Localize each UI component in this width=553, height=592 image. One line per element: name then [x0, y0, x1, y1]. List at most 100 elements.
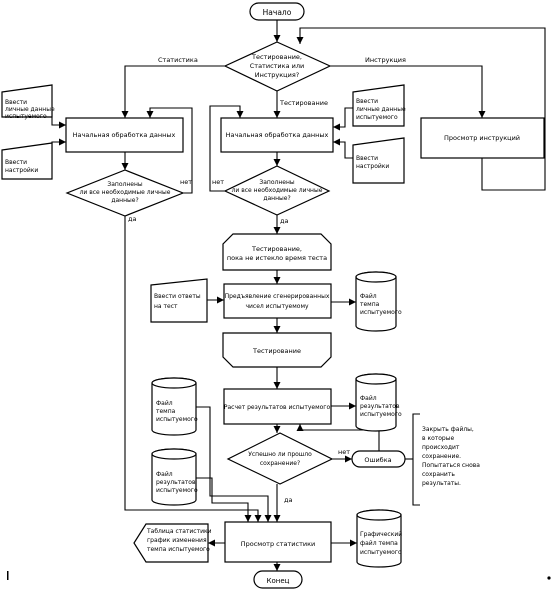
file-graphic-line1: Графический — [360, 531, 402, 538]
end-terminator: Конец — [253, 570, 303, 589]
input-settings-mid-line1: Ввести — [356, 155, 378, 162]
calc-results-process: Расчет результатов испытуемого — [223, 388, 332, 425]
file-tempo-left: Файл темпа испытуемого — [151, 377, 198, 436]
present-numbers-process: Предъявление сгенерированных чисел испыт… — [223, 283, 332, 319]
page-mark-right — [547, 576, 551, 580]
stat-init-process: Начальная обработка данных — [65, 117, 184, 153]
check-mid-decision: Заполнены ли все необходимые личные данн… — [223, 165, 331, 216]
end-label: Конец — [267, 577, 290, 585]
input-answers: Ввести ответы на тест — [150, 278, 208, 323]
error-note-line3: происходит — [422, 444, 460, 451]
check-save-decision: Успешно ли прошло сохранение? — [226, 432, 334, 485]
error-note-line5: Попытаться снова — [422, 462, 480, 469]
file-tempo-left-line3: испытуемого — [156, 416, 198, 423]
input-personal-mid-line2: личные данные — [356, 106, 406, 113]
input-personal-left-line3: испытуемого — [5, 113, 47, 120]
input-settings-mid: Ввести настройки — [352, 137, 405, 184]
file-results-left-line2: результатов — [156, 479, 196, 486]
instructions-process: Просмотр инструкций — [420, 117, 545, 159]
check-mid-line3: данные? — [263, 195, 290, 202]
file-tempo-left-line1: Файл — [156, 400, 173, 407]
arrow-file-tempo-left — [196, 406, 272, 522]
label-yes-mid: да — [280, 217, 288, 225]
file-graphic-line2: файл темпа — [360, 540, 398, 547]
output-table-line2: график изменения — [147, 537, 207, 544]
file-results-left-line3: испытуемого — [156, 487, 198, 494]
label-no-left: нет — [180, 178, 192, 186]
test-init-label: Начальная обработка данных — [226, 131, 329, 139]
arrow-decision-to-instructions — [330, 65, 486, 118]
arrow-error-return — [296, 424, 380, 451]
arrow-input-settings-mid — [333, 138, 353, 159]
error-label: Ошибка — [364, 456, 391, 464]
check-left-decision: Заполнены ли все необходимые личные данн… — [65, 169, 185, 217]
input-answers-line1: Ввести ответы — [154, 293, 201, 300]
file-tempo-top-line2: темпа — [360, 301, 380, 308]
check-left-line1: Заполнены — [107, 181, 142, 188]
testing-loop-end: Тестирование — [222, 332, 332, 368]
arrow-input-personal-mid — [333, 107, 353, 131]
instructions-label: Просмотр инструкций — [444, 134, 520, 142]
view-stats-label: Просмотр статистики — [241, 540, 316, 548]
check-mid-line2: ли все необходимые личные — [232, 187, 323, 194]
file-results-right-line3: испытуемого — [360, 411, 402, 418]
input-personal-left-line1: Ввести — [5, 99, 27, 106]
main-decision-line1: Тестирование, — [251, 53, 302, 61]
input-settings-left-line1: Ввести — [5, 159, 27, 166]
start-label: Начало — [263, 8, 292, 17]
present-numbers-line1: Предъявление сгенерированных — [225, 293, 330, 300]
start-terminator: Начало — [249, 2, 305, 21]
main-decision: Тестирование, Статистика или Инструкция? — [223, 41, 332, 92]
error-note-bracket — [412, 413, 420, 506]
input-answers-line2: на тест — [154, 303, 178, 310]
file-tempo-left-line2: темпа — [156, 408, 176, 415]
stat-init-label: Начальная обработка данных — [73, 131, 176, 139]
input-personal-mid: Ввести личные данные испытуемого — [352, 84, 406, 127]
check-mid-line1: Заполнены — [259, 179, 294, 186]
label-yes-save: да — [284, 496, 292, 504]
check-left-line2: ли все необходимые личные — [80, 189, 171, 196]
main-decision-line2: Статистика или — [250, 62, 304, 70]
label-testing: Тестирование — [279, 99, 328, 107]
file-results-left-line1: Файл — [156, 471, 173, 478]
file-results-right-line2: результатов — [360, 403, 400, 410]
input-personal-left: Ввести личные данные испытуемого — [1, 84, 55, 120]
error-note: Закрыть файлы, в которые происходит сохр… — [422, 426, 480, 487]
arrow-check-mid-no — [209, 105, 244, 192]
present-numbers-line2: чисел испытуемому — [245, 303, 308, 310]
input-settings-left: Ввести настройки — [1, 142, 53, 180]
output-table-line3: темпа испытуемого — [147, 546, 210, 553]
file-results-left: Файл результатов испытуемого — [151, 448, 198, 506]
arrow-check-left-no — [146, 107, 193, 194]
file-graphic: Графический файл темпа испытуемого — [356, 509, 402, 568]
testing-loop-line2: пока не истекло время теста — [227, 254, 327, 262]
output-table-line1: Таблица статистики — [146, 528, 212, 535]
view-stats-process: Просмотр статистики — [224, 521, 332, 563]
error-note-line4: сохранение. — [422, 453, 461, 460]
arrow-file-results-left — [196, 477, 252, 522]
label-yes-left: да — [128, 215, 136, 223]
arrow-check-left-yes — [124, 216, 262, 522]
page-mark-left — [7, 571, 9, 580]
arrow-decision-to-stat-init — [121, 65, 225, 118]
input-personal-left-line2: личные данные — [5, 106, 55, 113]
label-no-mid: нет — [212, 178, 224, 186]
file-graphic-line3: испытуемого — [360, 549, 402, 556]
check-save-line2: сохранение? — [260, 460, 300, 467]
test-init-process: Начальная обработка данных — [220, 117, 334, 153]
error-note-line2: в которые — [422, 435, 454, 442]
input-settings-left-line2: настройки — [5, 167, 38, 174]
testing-end-label: Тестирование — [252, 347, 301, 355]
file-tempo-top-line1: Файл — [360, 293, 377, 300]
input-settings-mid-line2: настройки — [356, 163, 389, 170]
check-left-line3: данные? — [111, 197, 138, 204]
input-personal-mid-line1: Ввести — [356, 98, 378, 105]
file-results-right-line1: Файл — [360, 395, 377, 402]
testing-loop-line1: Тестирование, — [251, 245, 302, 253]
arrow-input-settings-left — [51, 138, 66, 160]
label-statistics: Статистика — [158, 56, 198, 64]
file-tempo-top: Файл темпа испытуемого — [355, 271, 402, 332]
main-decision-line3: Инструкция? — [255, 71, 299, 79]
file-tempo-top-line3: испытуемого — [360, 309, 402, 316]
